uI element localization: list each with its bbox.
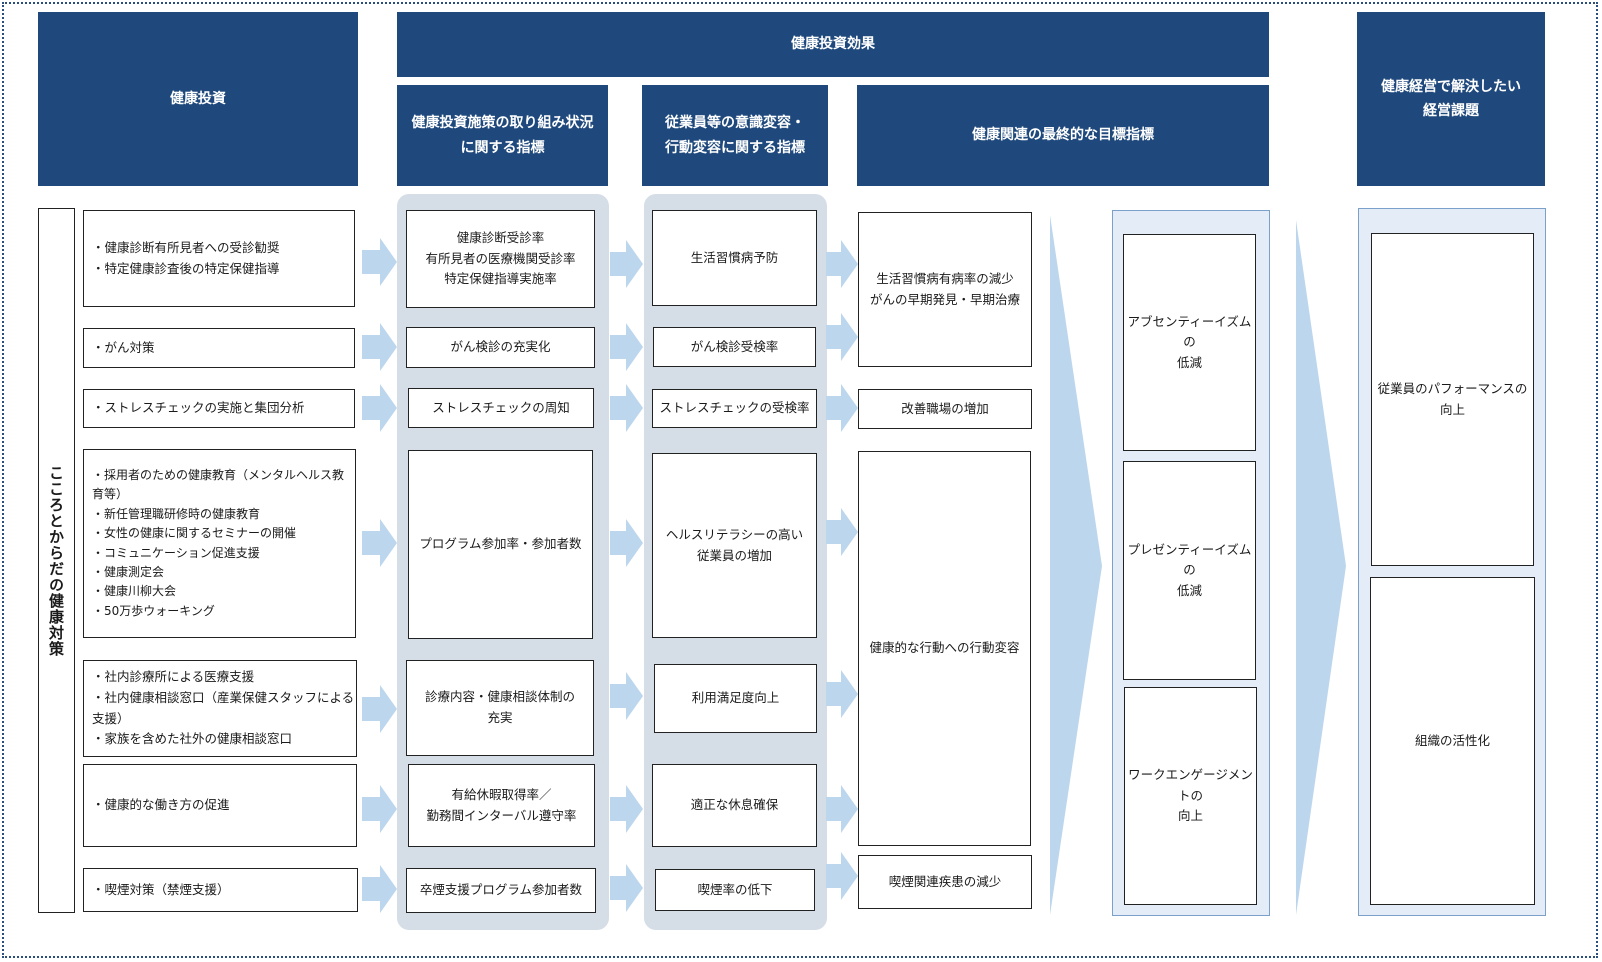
goal-item: アブセンティーイズムの 低減 (1123, 234, 1256, 451)
behavior-item: 適正な休息確保 (652, 764, 817, 847)
measure-item: 診療内容・健康相談体制の 充実 (406, 660, 594, 756)
behavior-item: ストレスチェックの受検率 (652, 389, 817, 428)
measure-item: プログラム参加率・参加者数 (408, 450, 593, 639)
measure-item: 健康診断受診率 有所見者の医療機関受診率 特定保健指導実施率 (406, 210, 595, 308)
header-issues: 健康経営で解決したい 経営課題 (1357, 12, 1545, 186)
investment-item: ・健康診断有所見者への受診勧奨 ・特定健康診査後の特定保健指導 (83, 210, 355, 307)
goal-item: ワークエンゲージメントの 向上 (1124, 687, 1257, 905)
behavior-item: ヘルスリテラシーの高い 従業員の増加 (652, 453, 817, 638)
header-behavior: 従業員等の意識変容・ 行動変容に関する指標 (642, 85, 828, 186)
goal-item: プレゼンティーイズムの 低減 (1123, 461, 1256, 680)
measure-item: ストレスチェックの周知 (408, 388, 594, 428)
final-target-item: 生活習慣病有病率の減少 がんの早期発見・早期治療 (858, 212, 1032, 367)
investment-item: ・がん対策 (83, 328, 355, 368)
measure-item: がん検診の充実化 (406, 327, 595, 368)
investment-item: ・ストレスチェックの実施と集団分析 (83, 389, 355, 428)
issue-item: 組織の活性化 (1370, 577, 1535, 905)
measure-item: 卒煙支援プログラム参加者数 (406, 868, 596, 913)
final-target-item: 喫煙関連疾患の減少 (858, 855, 1032, 909)
header-measures: 健康投資施策の取り組み状況 に関する指標 (397, 85, 608, 186)
behavior-item: 生活習慣病予防 (652, 210, 817, 306)
investment-item: ・健康的な働き方の促進 (83, 764, 357, 847)
header-investment: 健康投資 (38, 12, 358, 186)
header-effects: 健康投資効果 (397, 12, 1269, 77)
behavior-item: がん検診受検率 (653, 327, 816, 367)
behavior-item: 利用満足度向上 (654, 664, 817, 733)
investment-item: ・採用者のための健康教育（メンタルヘルス教育等） ・新任管理職研修時の健康教育 … (83, 449, 356, 638)
side-title-text: こころとからだの健康対策 (47, 464, 65, 657)
final-target-item: 改善職場の増加 (858, 389, 1032, 429)
header-final: 健康関連の最終的な目標指標 (857, 85, 1269, 186)
final-target-item: 健康的な行動への行動変容 (858, 451, 1031, 846)
issue-item: 従業員のパフォーマンスの 向上 (1371, 233, 1534, 566)
investment-item: ・喫煙対策（禁煙支援） (83, 868, 358, 912)
investment-item: ・社内診療所による医療支援 ・社内健康相談窓口（産業保健スタッフによる支援） ・… (83, 660, 357, 757)
side-title: こころとからだの健康対策 (38, 208, 75, 913)
behavior-item: 喫煙率の低下 (655, 869, 815, 911)
measure-item: 有給休暇取得率／ 勤務間インターバル遵守率 (408, 764, 595, 847)
